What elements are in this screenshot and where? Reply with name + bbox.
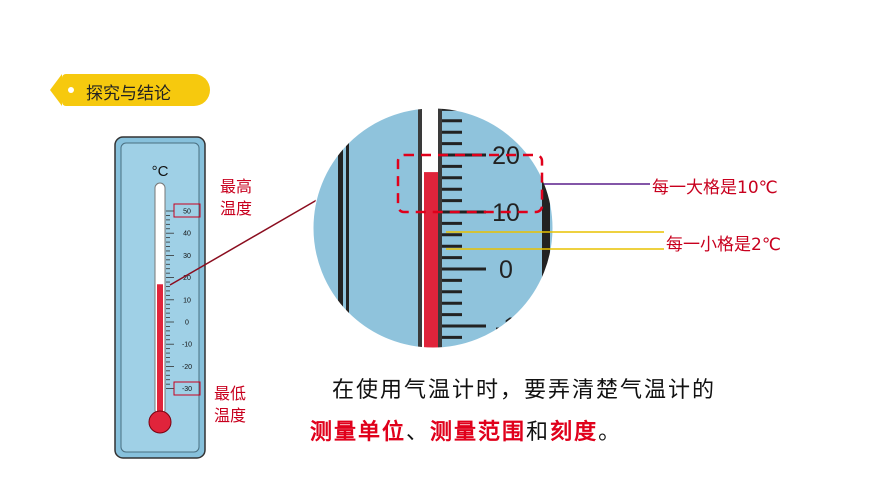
big-division-box	[396, 153, 544, 214]
max-temperature-label: 最高 温度	[220, 176, 252, 220]
thermometer-scale: 50 40 30 20 10 0 -10 -20 -30	[166, 209, 192, 393]
big-division-callout: 每一大格是10℃	[652, 178, 778, 198]
thermometer-tick-label: -30	[182, 386, 192, 393]
badge-title: 探究与结论	[86, 84, 171, 104]
note-line2: 测量单位、测量范围和刻度。	[310, 414, 622, 446]
min-label-line1: 最低	[214, 384, 247, 403]
small-division-callout: 每一小格是2℃	[666, 235, 781, 255]
badge-dot	[68, 87, 74, 93]
zoom-connector	[169, 196, 323, 286]
thermometer-mercury	[157, 284, 163, 417]
max-label-line2: 温度	[220, 199, 253, 218]
thermometer-unit: °C	[152, 163, 169, 180]
max-label-line1: 最高	[220, 177, 253, 196]
min-temperature-label: 最低 温度	[214, 383, 246, 427]
max-highlight-box	[173, 203, 201, 218]
zoom-border	[312, 107, 554, 349]
min-highlight-box	[173, 381, 201, 396]
section-badge: 探究与结论	[50, 74, 210, 106]
thermometer-tick-label: 20	[183, 275, 191, 282]
thermometer-bulb	[148, 410, 172, 434]
note-segment: 刻度	[550, 420, 599, 445]
min-label-line2: 温度	[214, 406, 247, 425]
note-line1: 在使用气温计时，要弄清楚气温计的	[332, 378, 717, 403]
thermometer-tick-label: 50	[183, 209, 191, 216]
thermometer-tick-label: 10	[183, 297, 191, 304]
note-segment: 。	[598, 420, 623, 445]
thermometer-tick-label: 30	[183, 253, 191, 260]
note-segment: 和	[526, 420, 551, 445]
note-segment: 测量单位	[310, 420, 407, 445]
thermometer-tick-label: 0	[185, 320, 189, 327]
note-segment: 、	[406, 420, 431, 445]
zoom-tick-label: 0	[499, 256, 513, 284]
thermometer-tick-label: -20	[182, 364, 192, 371]
thermometer-tick-label: -10	[182, 342, 192, 349]
thermometer-tick-label: 40	[183, 231, 191, 238]
note-segment: 测量范围	[430, 420, 527, 445]
